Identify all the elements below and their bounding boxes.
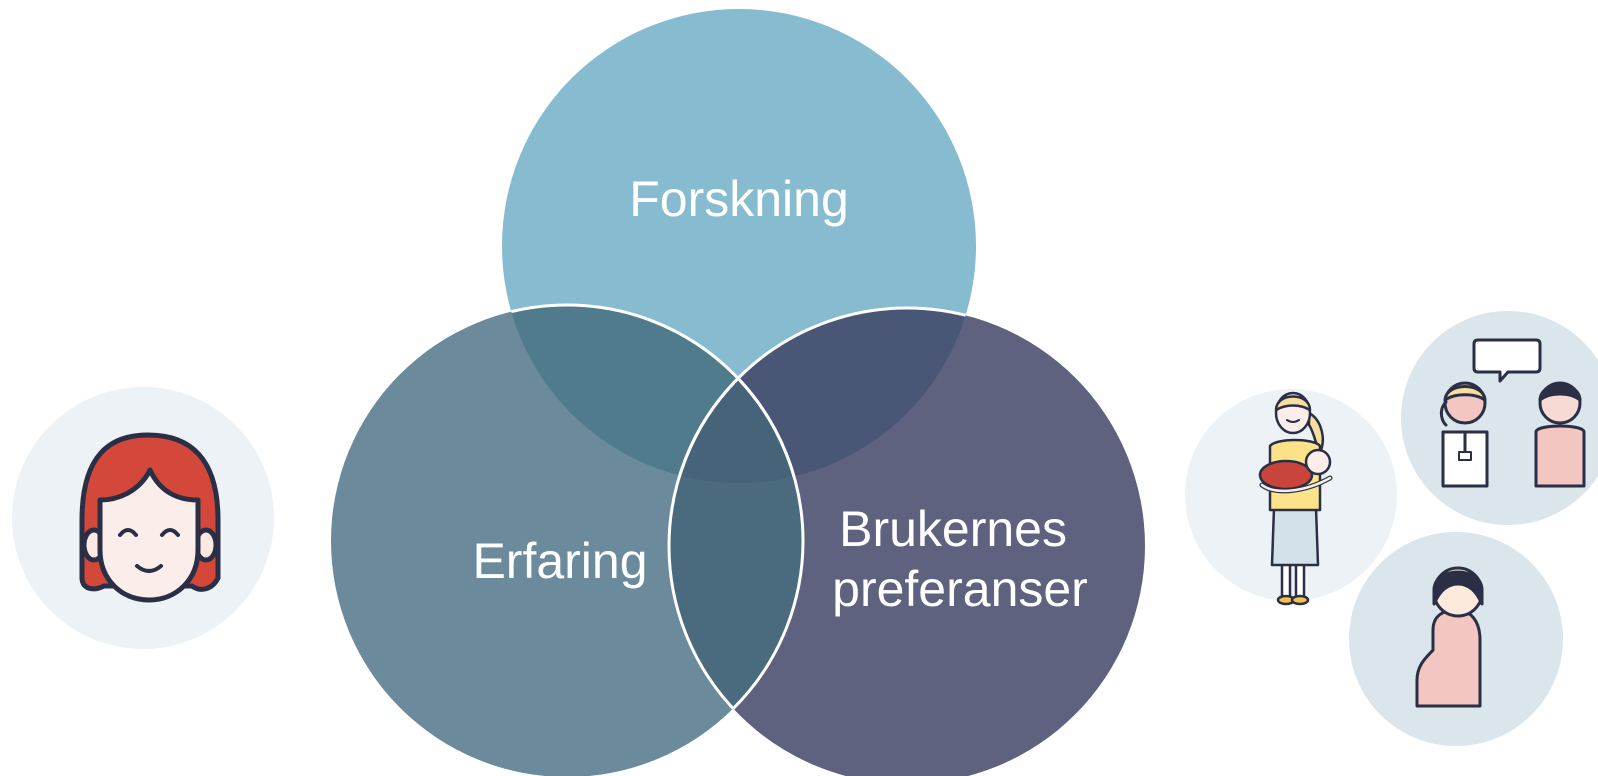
overlap-forskning-erfaring — [502, 305, 803, 483]
overlap-forskning-brukernes — [669, 308, 976, 483]
smiling-woman-face-icon — [79, 432, 221, 603]
brukernes-label-line-2: preferanser — [832, 561, 1088, 617]
venn-diagram: Forskning Erfaring Brukernes preferanser — [331, 9, 1145, 776]
mother-holding-baby-icon — [1258, 391, 1333, 606]
erfaring-label-line-1: Erfaring — [472, 533, 647, 589]
mother-with-baby-illustration — [1185, 389, 1397, 606]
pregnant-woman-illustration — [1349, 532, 1563, 746]
consultation-illustration — [1401, 311, 1598, 525]
professional-illustration — [12, 387, 274, 649]
forskning-label: Forskning — [629, 171, 849, 227]
two-people-conversation-icon — [1439, 338, 1586, 488]
pregnant-woman-icon — [1415, 566, 1484, 708]
erfaring-label: Erfaring — [472, 533, 647, 589]
circle-outlines — [502, 303, 976, 776]
brukernes-label-line-1: Brukernes — [839, 501, 1067, 557]
forskning-label-line-1: Forskning — [629, 171, 849, 227]
brukernes-preferanser-label: Brukernes preferanser — [832, 501, 1088, 617]
